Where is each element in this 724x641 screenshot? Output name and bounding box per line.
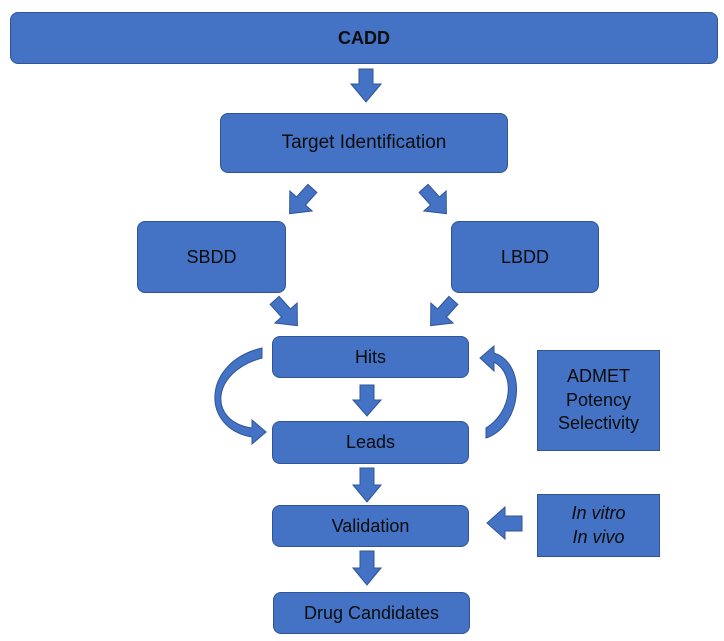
validation-label: Validation bbox=[331, 515, 410, 536]
curved-arrow-left bbox=[214, 347, 267, 446]
admet-label: ADMET bbox=[567, 365, 630, 386]
lbdd-box: LBDD bbox=[451, 221, 599, 293]
cadd-box: CADD bbox=[10, 12, 718, 64]
target-identification-box: Target Identification bbox=[220, 113, 508, 173]
arrow-lbdd-to-hits bbox=[430, 295, 459, 327]
in-vitro-label: In vitro bbox=[571, 502, 626, 523]
hits-box: Hits bbox=[272, 336, 469, 378]
arrow-target-to-lbdd bbox=[418, 183, 447, 215]
sbdd-box: SBDD bbox=[137, 221, 286, 293]
lbdd-label: LBDD bbox=[500, 246, 549, 267]
potency-label: Potency bbox=[565, 389, 632, 410]
optimization-criteria-box: ADMET Potency Selectivity bbox=[537, 350, 660, 451]
validation-box: Validation bbox=[272, 505, 469, 547]
arrow-cadd-to-target bbox=[349, 68, 383, 103]
arrow-validation-to-candidates bbox=[351, 550, 383, 586]
in-vivo-label: In vivo bbox=[572, 526, 625, 547]
drug-candidates-box: Drug Candidates bbox=[273, 592, 470, 634]
hits-label: Hits bbox=[355, 346, 386, 367]
sbdd-label: SBDD bbox=[186, 246, 237, 267]
leads-box: Leads bbox=[272, 421, 469, 464]
curved-arrow-right bbox=[479, 344, 517, 439]
drug-candidates-label: Drug Candidates bbox=[303, 602, 440, 623]
cadd-label: CADD bbox=[338, 27, 390, 48]
target-identification-label: Target Identification bbox=[281, 132, 447, 153]
validation-methods-box: In vitro In vivo bbox=[537, 494, 660, 557]
leads-label: Leads bbox=[345, 432, 396, 452]
arrow-target-to-sbdd bbox=[289, 183, 318, 215]
arrow-leads-to-validation bbox=[351, 467, 383, 503]
arrow-sbdd-to-hits bbox=[269, 295, 298, 327]
arrow-hits-to-leads bbox=[351, 384, 383, 417]
selectivity-label: Selectivity bbox=[557, 413, 640, 434]
arrow-validation-methods bbox=[486, 505, 523, 541]
